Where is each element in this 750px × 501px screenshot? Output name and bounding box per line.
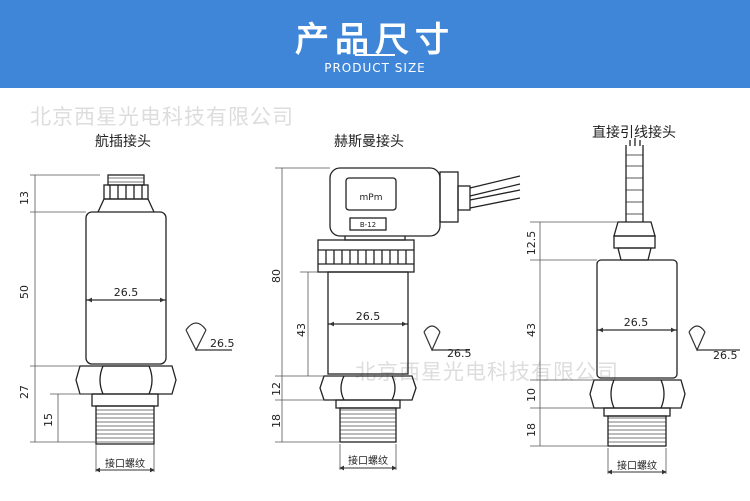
direct-thread	[603, 407, 671, 447]
title-underline	[355, 54, 395, 56]
mpm-label: mPm	[360, 193, 383, 203]
dim-diameter: 26.5	[114, 286, 139, 299]
variant-title: 赫斯曼接头	[334, 133, 404, 150]
page-title: 产品尺寸	[295, 20, 455, 60]
direct-dim-lines	[530, 221, 618, 447]
dim-top: 13	[18, 191, 31, 205]
dim-total: 80	[270, 269, 283, 283]
variant-aviation-plug: 航插接头 26.5	[18, 133, 235, 473]
variant-direct-lead: 直接引线接头 26.5	[525, 124, 740, 475]
aviation-hex-nut	[75, 365, 177, 395]
dim-body: 43	[525, 323, 538, 337]
dim-roughness: 26.5	[713, 349, 738, 362]
watermark-top: 北京西星光电科技有限公司	[30, 105, 294, 129]
dim-roughness: 26.5	[210, 337, 235, 350]
hirschmann-dim-lines	[275, 167, 340, 443]
page-subtitle: PRODUCT SIZE	[324, 61, 426, 75]
dim-hex: 12	[270, 382, 283, 396]
aviation-dim-lines	[30, 174, 100, 443]
direct-hex-nut	[589, 379, 686, 409]
direct-cable	[625, 138, 644, 222]
aviation-connector	[97, 174, 155, 213]
rating-label: B-12	[360, 221, 376, 229]
variant-title: 直接引线接头	[592, 124, 676, 141]
dim-roughness: 26.5	[447, 347, 472, 360]
dimension-drawing: 航插接头 26.5	[18, 124, 740, 475]
aviation-thread	[91, 393, 159, 445]
dim-diameter: 26.5	[356, 310, 381, 323]
dim-body: 50	[18, 285, 31, 299]
thread-label: 接口螺纹	[105, 457, 145, 470]
dim-body: 43	[295, 323, 308, 337]
dim-thread: 15	[42, 413, 55, 427]
roughness-symbol	[423, 325, 470, 352]
dim-thread: 18	[525, 423, 538, 437]
roughness-symbol	[688, 325, 740, 352]
dim-diameter: 26.5	[624, 316, 649, 329]
variant-title: 航插接头	[95, 133, 151, 150]
hirschmann-body	[327, 271, 409, 375]
header-banner: 产品尺寸 PRODUCT SIZE	[0, 0, 750, 88]
dim-hex: 10	[525, 388, 538, 402]
hirschmann-thread	[335, 399, 401, 443]
hirschmann-connector	[329, 167, 521, 241]
dim-thread: 18	[270, 414, 283, 428]
hirschmann-knurled-ring	[317, 239, 415, 273]
thread-label: 接口螺纹	[617, 459, 657, 472]
variant-hirschmann: 赫斯曼接头 mPm B-12	[270, 133, 521, 471]
direct-cable-gland	[613, 221, 656, 261]
hirschmann-hex-nut	[319, 375, 417, 401]
dim-hex: 27	[18, 385, 31, 399]
thread-label: 接口螺纹	[348, 454, 388, 467]
roughness-symbol	[185, 322, 232, 352]
dim-top: 12.5	[525, 231, 538, 256]
